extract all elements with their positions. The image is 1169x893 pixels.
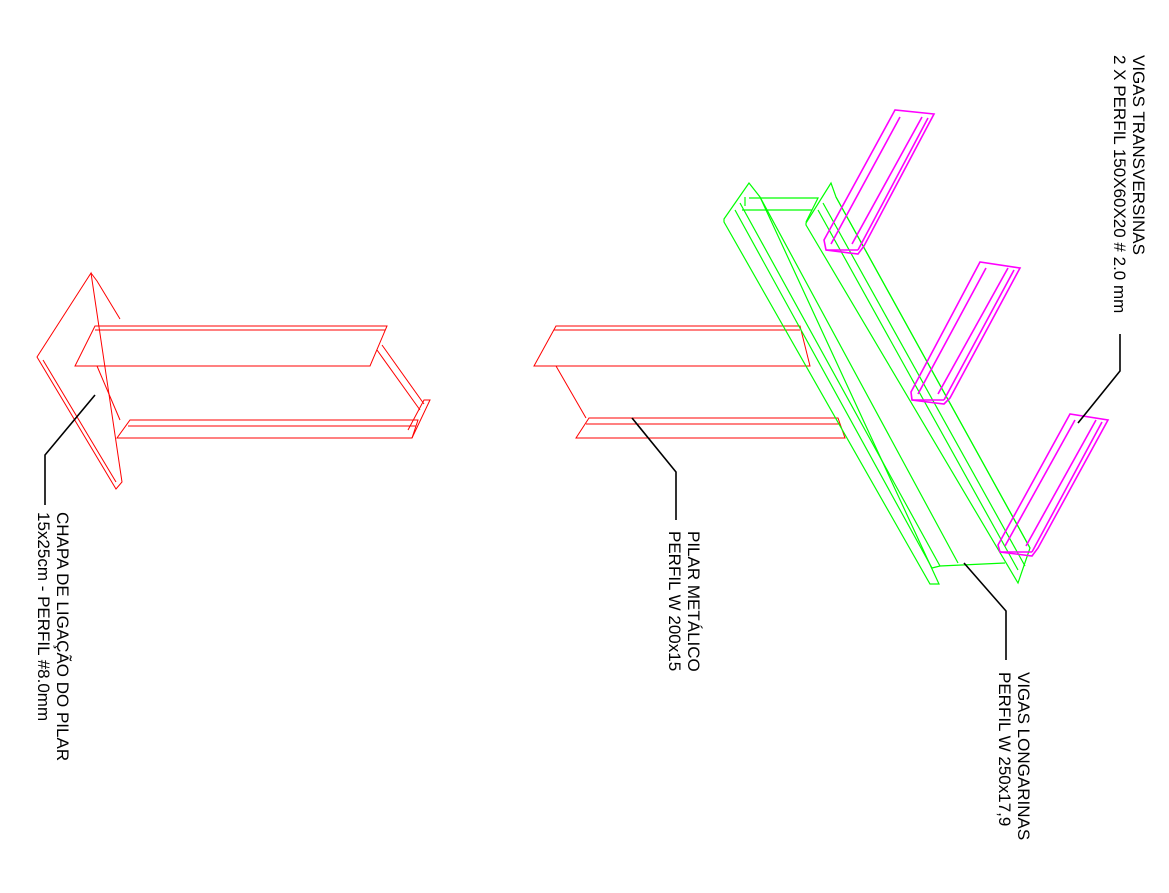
connection-plate (36, 271, 123, 490)
leader-connection-plate (44, 394, 96, 505)
transverse-beam-3 (997, 413, 1110, 557)
longitudinal-beams-label-line1: VIGAS LONGARINAS (1014, 672, 1033, 840)
metal-pillar-label-line1: PILAR METÁLICO (684, 531, 703, 672)
leader-metal-pillar (631, 417, 677, 520)
transverse-beams-label-line1: VIGAS TRANSVERSINAS (1129, 55, 1148, 255)
metal-pillar-label: PILAR METÁLICO PERFIL W 200x15 (665, 531, 703, 672)
longitudinal-beams-label-line2: PERFIL W 250x17,9 (995, 672, 1014, 826)
transverse-beams-label-line2: 2 X PERFIL 150X60X20 # 2.0 mm (1110, 55, 1129, 313)
connection-plate-label: CHAPA DE LIGAÇÃO DO PILAR 15x25cm - PERF… (34, 512, 72, 761)
transverse-beams-label: VIGAS TRANSVERSINAS 2 X PERFIL 150X60X20… (1110, 55, 1148, 313)
metal-pillar-label-line2: PERFIL W 200x15 (665, 531, 684, 671)
transverse-beam-2 (910, 261, 1022, 405)
connection-plate-label-line2: 15x25cm - PERFIL #8.0mm (34, 512, 53, 721)
connection-plate-label-line1: CHAPA DE LIGAÇÃO DO PILAR (53, 512, 72, 761)
metal-pillar-top-flange (533, 325, 811, 367)
leader-longitudinal-beams (963, 562, 1007, 660)
metal-pillar (533, 325, 846, 439)
transverse-beam-1 (823, 109, 936, 255)
leader-transverse-beams (1077, 334, 1121, 424)
longitudinal-beams-label: VIGAS LONGARINAS PERFIL W 250x17,9 (995, 672, 1033, 840)
longitudinal-beams-top-link (749, 197, 819, 223)
connection-plate-edge (90, 272, 121, 320)
longitudinal-beam-left (723, 181, 940, 585)
connection-plate-assembly (36, 271, 431, 490)
metal-pillar-bottom-flange (575, 417, 846, 439)
pillar-stub-top-flange (74, 325, 388, 367)
longitudinal-beams (723, 181, 1031, 585)
pillar-stub-bottom-flange (116, 419, 419, 439)
